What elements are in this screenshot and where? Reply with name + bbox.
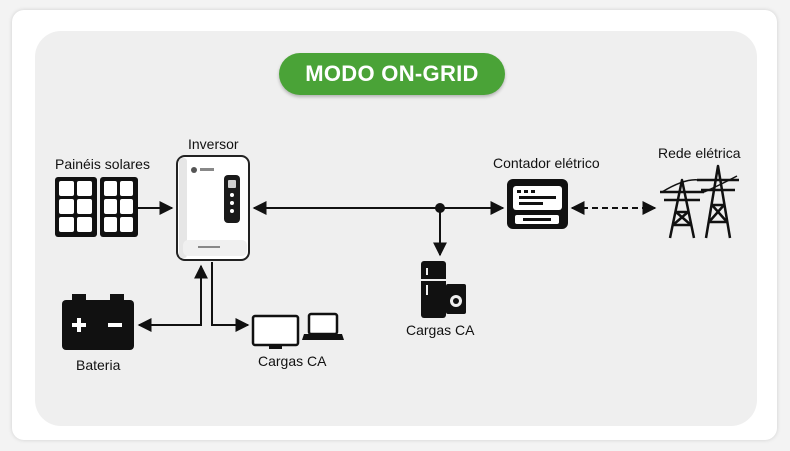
battery-label: Bateria <box>76 357 121 373</box>
battery-icon <box>62 294 134 350</box>
meter-label: Contador elétrico <box>493 155 600 171</box>
battery-inverter-arrow <box>137 264 208 332</box>
solar-panel-icon <box>55 177 138 237</box>
loads-middle-label: Cargas CA <box>406 322 475 338</box>
solar-panels-label: Painéis solares <box>55 156 150 172</box>
loads-left-label: Cargas CA <box>258 353 327 369</box>
inverter-icon <box>176 155 250 261</box>
grid-label: Rede elétrica <box>658 145 741 161</box>
junction-dot <box>435 203 445 213</box>
fridge-washer-icon <box>421 261 466 318</box>
inverter-label: Inversor <box>188 136 239 152</box>
monitor-laptop-icon <box>251 312 344 349</box>
mode-title: MODO ON-GRID <box>279 53 505 95</box>
diagram-panel <box>35 31 757 426</box>
connectors <box>137 201 657 332</box>
meter-icon <box>507 179 568 229</box>
power-tower-icon <box>660 164 739 239</box>
inverter-to-loads-arrow <box>211 262 250 332</box>
